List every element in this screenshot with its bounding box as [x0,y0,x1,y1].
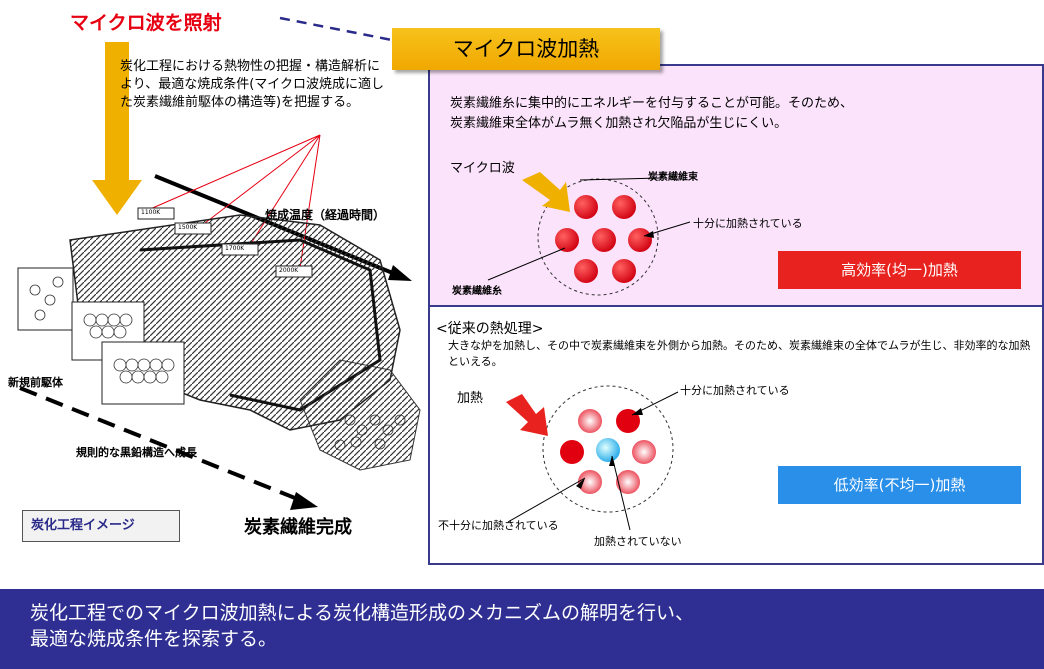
growth-arrow [19,386,318,510]
insufficient-heated-label: 不十分に加熱されている [438,519,559,532]
microwave-text-line2: 炭素繊維束全体がムラ無く加熱され欠陥品が生じにくい。 [450,116,788,131]
firing-temperature-label: 焼成温度（経過時間） [265,208,386,222]
microwave-irradiation-label: マイクロ波を照射 [70,12,222,34]
fiber-bundle-label: 炭素繊維束 [648,172,698,183]
temp-tag-1500: 1500K [178,224,198,231]
fiber-complete-label: 炭素繊維完成 [244,517,352,538]
microwave-bundle-diagram [487,172,691,296]
process-description: 炭化工程における熱物性の把握・構造解析により、最適な焼成条件(マイクロ波焼成に適… [120,59,385,110]
microwave-text-line1: 炭素繊維糸に集中的にエネルギーを付与することが可能。そのため、 [450,96,854,111]
conventional-bundle-diagram [506,385,679,531]
microwave-down-arrow [92,42,142,215]
summary-bar: 炭化工程でのマイクロ波加熱による炭化構造形成のメカニズムの解明を行い、 最適な焼… [0,589,1044,669]
heat-label: 加熱 [457,391,484,406]
fully-heated-label: 十分に加熱されている [693,217,803,230]
microwave-panel-text: 炭素繊維糸に集中的にエネルギーを付与することが可能。そのため、 炭素繊維束全体が… [450,94,1030,134]
conventional-title: <従来の熱処理> [436,321,544,337]
conventional-text: 大きな炉を加熱し、その中で炭素繊維束を外側から加熱。そのため、炭素繊維束の全体で… [448,339,1031,368]
temp-tag-1100: 1100K [141,209,161,216]
high-efficiency-badge: 高効率(均一)加熱 [778,251,1021,289]
microwave-label: マイクロ波 [450,161,515,176]
conventional-fully-heated-label: 十分に加熱されている [680,384,790,397]
carbonization-image-label: 炭化工程イメージ [22,510,180,542]
temp-tag-1700: 1700K [225,245,245,252]
low-efficiency-badge: 低効率(不均一)加熱 [778,466,1021,504]
conventional-panel [428,307,1044,565]
temp-tag-2000: 2000K [279,267,299,274]
summary-line2: 最適な焼成条件を探索する。 [30,628,278,650]
graphite-growth-label: 規則的な黒鉛構造へ成長 [76,446,197,459]
not-heated-label: 加熱されていない [594,535,682,548]
dashed-connector [279,16,393,42]
carbonization-illustration [17,207,421,471]
fiber-strand-label: 炭素繊維糸 [452,286,502,297]
summary-line1: 炭化工程でのマイクロ波加熱による炭化構造形成のメカニズムの解明を行い、 [30,602,695,624]
new-precursor-label: 新規前駆体 [8,376,63,389]
microwave-heating-tab: マイクロ波加熱 [392,28,660,70]
